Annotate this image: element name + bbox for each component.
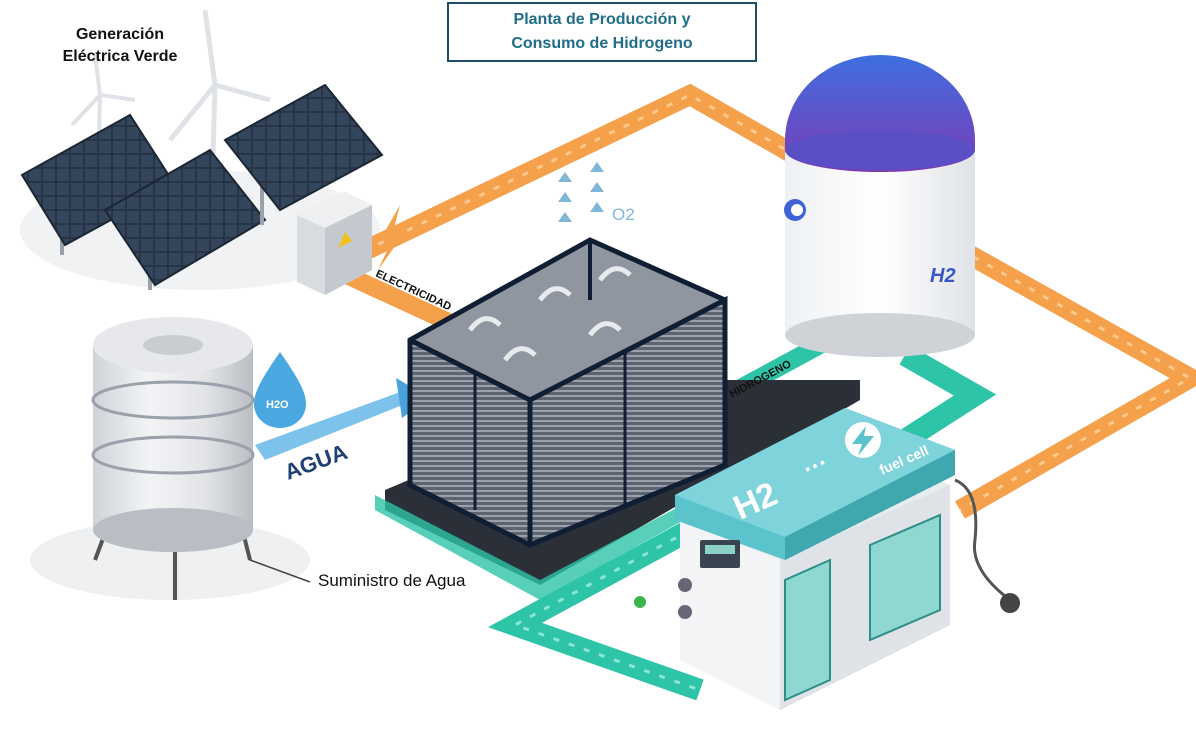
small-bolt-icon (634, 596, 646, 608)
lightning-bolt-icon (378, 205, 405, 270)
solar-panels (20, 83, 384, 290)
fuel-cell-unit (675, 408, 1020, 710)
fuel-cell-logo-icon (845, 422, 881, 458)
inverter-box (297, 192, 372, 295)
title-line-1: Planta de Producción y (513, 11, 691, 28)
oxygen-arrows (558, 162, 604, 222)
water-tank (91, 317, 255, 600)
electrolyzer (375, 237, 860, 600)
title-line-2: Consumo de Hidrogeno (511, 35, 693, 52)
generacion-label: Generación Eléctrica Verde (40, 24, 200, 68)
warning-sign-icon (338, 232, 352, 248)
h2o-label: H2O (266, 399, 289, 411)
wind-turbines (70, 9, 271, 191)
hydrogen-storage-tank (784, 55, 975, 357)
tank-h2-label: H2 (930, 265, 956, 287)
generacion-line-1: Generación (75, 26, 165, 43)
suministro-label: Suministro de Agua (318, 571, 466, 590)
generacion-line-2: Eléctrica Verde (62, 48, 178, 65)
leader-line (249, 559, 311, 583)
o2-label: O2 (612, 205, 635, 224)
diagram-title-box: Planta de Producción y Consumo de Hidrog… (447, 2, 757, 62)
water-drop-icon (254, 352, 306, 428)
